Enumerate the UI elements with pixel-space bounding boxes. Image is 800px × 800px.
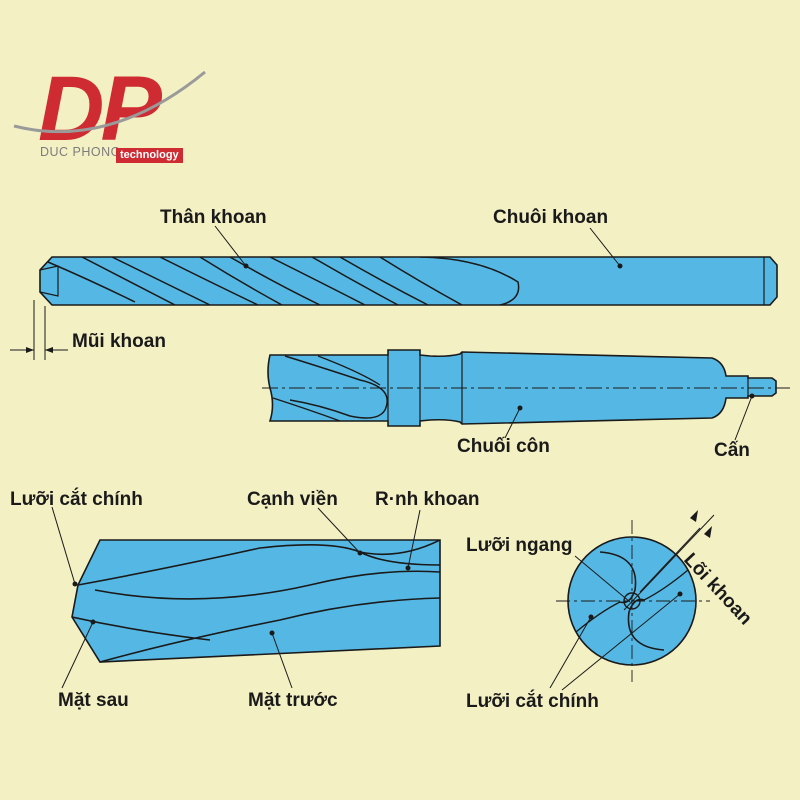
logo-brand: DUC PHONG	[40, 145, 121, 159]
label-luoi-ngang: Lưỡi ngang	[466, 535, 573, 556]
straight-shank-drill	[10, 225, 778, 360]
label-luoi-cat-chinh-end: Lưỡi cắt chính	[466, 691, 599, 712]
drill-side-view	[51, 506, 441, 689]
label-luoi-cat-chinh-side: Lưỡi cắt chính	[10, 489, 143, 510]
label-than-khoan: Thân khoan	[160, 207, 267, 228]
flute-lines	[47, 257, 520, 305]
logo-tagline: technology	[116, 148, 183, 163]
label-ranh-khoan: R·nh khoan	[375, 489, 480, 510]
label-chuoi-khoan: Chuôi khoan	[493, 207, 609, 228]
label-mat-sau: Mặt sau	[58, 690, 129, 711]
drill-end-view	[549, 510, 715, 691]
label-mui-khoan: Mũi khoan	[72, 331, 166, 352]
taper-shank-drill	[262, 349, 790, 441]
label-canh-vien: Cạnh viền	[247, 489, 338, 510]
label-mat-truoc: Mặt trước	[248, 690, 338, 711]
label-can: Cấn	[714, 440, 750, 461]
label-chuoi-con: Chuối côn	[457, 436, 550, 457]
